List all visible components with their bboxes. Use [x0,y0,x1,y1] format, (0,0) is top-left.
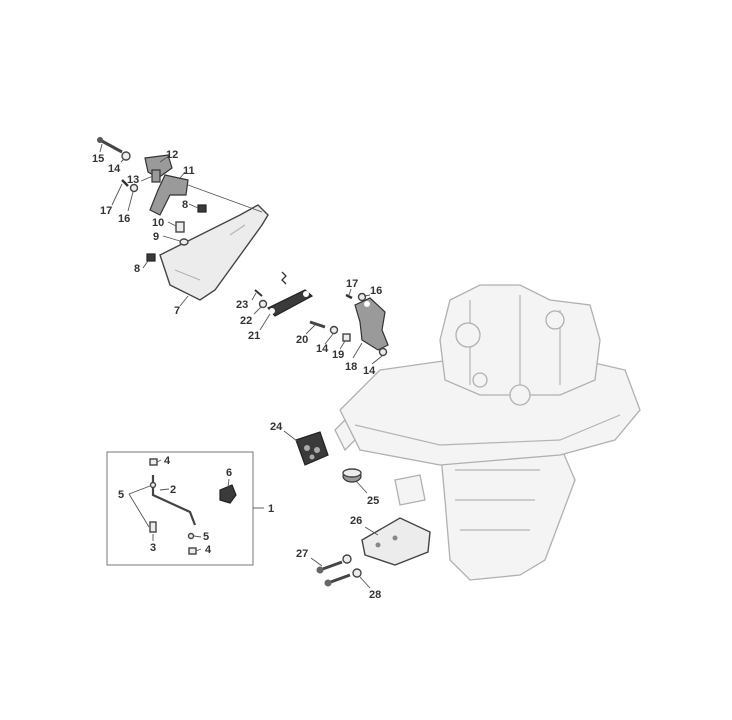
callout-18: 18 [345,361,357,373]
callout-10: 10 [152,217,164,229]
linkage-assembly [97,137,269,301]
callout-2: 2 [170,484,176,496]
lever-18-assembly [345,292,389,357]
callout-27: 27 [296,548,308,560]
bolts-27-washers-28 [316,554,362,587]
callout-14b: 14 [316,343,329,355]
callout-7: 7 [174,305,180,317]
callout-3: 3 [150,542,156,554]
callout-labels: 1 2 3 4 4 5 5 6 7 8 8 9 10 11 12 13 14 1… [92,149,382,601]
callout-9: 9 [153,231,159,243]
callout-5a: 5 [118,489,124,501]
callout-15: 15 [92,153,104,165]
callout-14c: 14 [363,365,376,377]
callout-17a: 17 [100,205,112,217]
engine-outline [334,284,641,581]
callout-4a: 4 [164,455,171,467]
grommet-25 [342,468,362,483]
callout-14a: 14 [108,163,121,175]
callout-26: 26 [350,515,362,527]
callout-16b: 16 [370,285,382,297]
bolt-15 [97,137,123,154]
grommet-24 [295,431,329,466]
kit-box [106,451,254,566]
callout-8a: 8 [182,199,188,211]
leader-lines [99,143,383,589]
callout-22: 22 [240,315,252,327]
callout-23: 23 [236,299,248,311]
bracket-26 [361,517,431,566]
callout-25: 25 [367,495,379,507]
callout-5b: 5 [203,531,209,543]
callout-20: 20 [296,334,308,346]
callout-11: 11 [183,165,195,177]
callout-8b: 8 [134,263,140,275]
callout-17b: 17 [346,278,358,290]
callout-28: 28 [369,589,381,601]
callout-24: 24 [270,421,283,433]
callout-21: 21 [248,330,260,342]
callout-19: 19 [332,349,344,361]
callout-13: 13 [127,174,139,186]
callout-12: 12 [166,149,178,161]
callout-1: 1 [268,503,274,515]
callout-6: 6 [226,467,232,479]
callout-4b: 4 [205,544,212,556]
callout-16a: 16 [118,213,130,225]
link-rod-assembly [254,271,351,342]
kit-box-outline [106,451,254,566]
